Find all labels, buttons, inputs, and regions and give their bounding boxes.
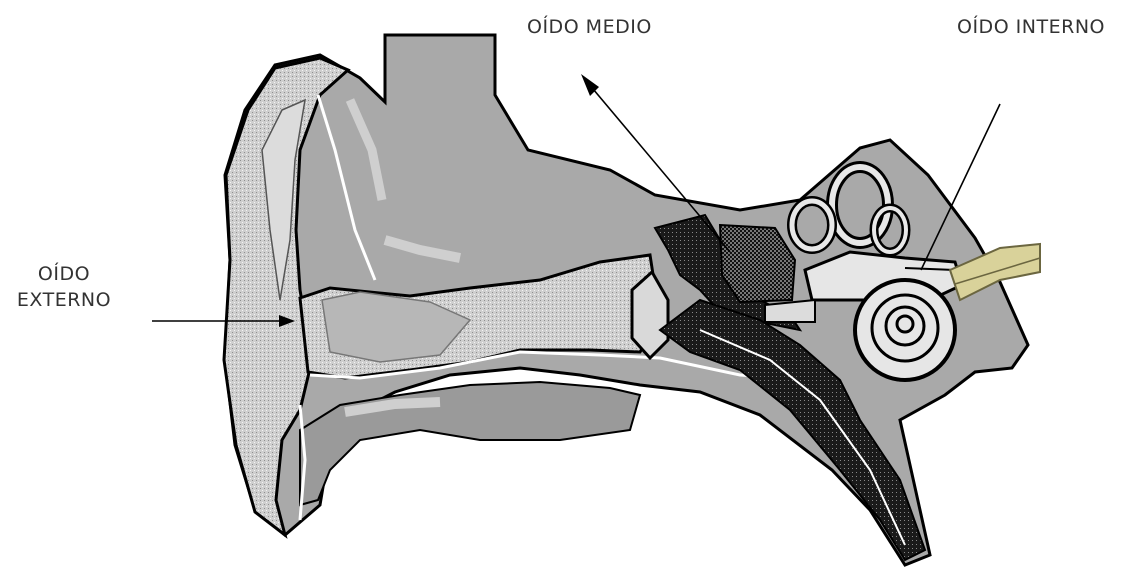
label-outer-ear: OÍDO EXTERNO [0, 261, 128, 313]
label-outer-ear-line2: EXTERNO [0, 287, 128, 313]
label-middle-ear: OÍDO MEDIO [527, 14, 652, 40]
label-outer-ear-line1: OÍDO [0, 261, 128, 287]
label-inner-ear: OÍDO INTERNO [957, 14, 1105, 40]
stapes [765, 300, 815, 322]
